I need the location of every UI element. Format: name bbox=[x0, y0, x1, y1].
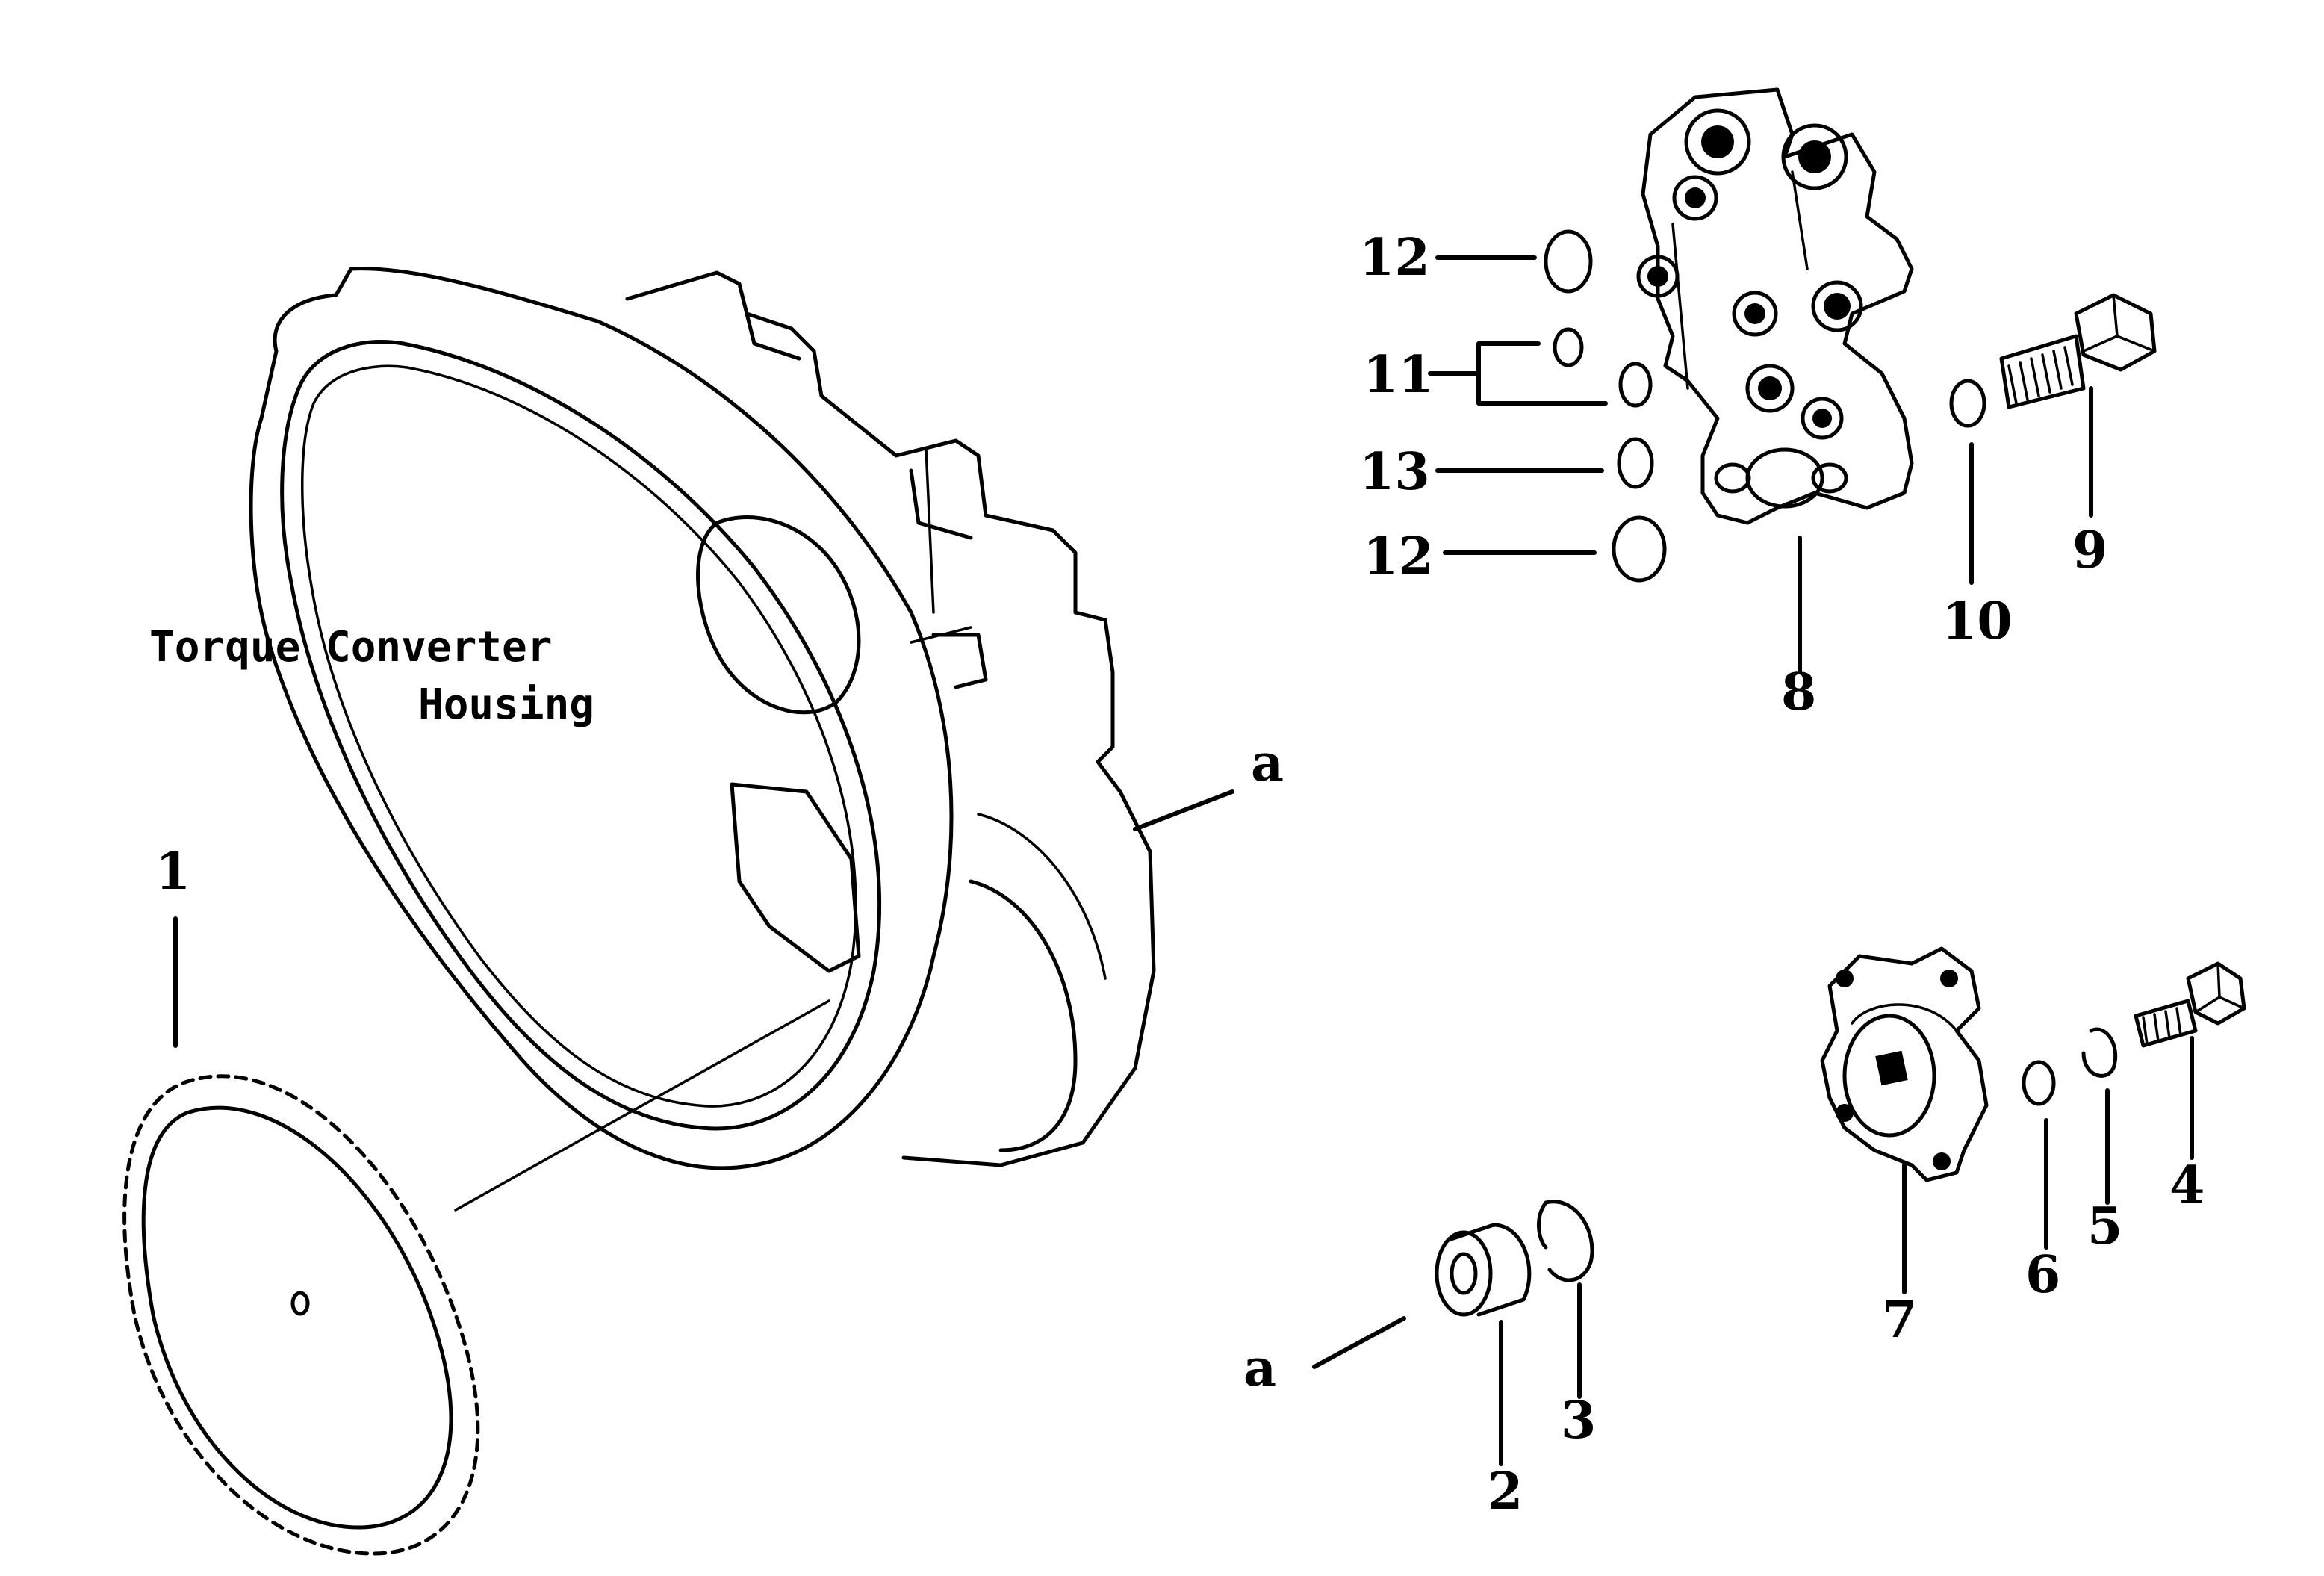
callout-9: 9 bbox=[2072, 521, 2107, 580]
housing-label-line2: Housing bbox=[418, 680, 594, 729]
bolt-4 bbox=[2134, 961, 2246, 1048]
callout-13: 13 bbox=[1359, 442, 1430, 502]
o-ring-12-bottom bbox=[1612, 515, 1667, 583]
callout-7: 7 bbox=[1882, 1290, 1917, 1350]
o-ring-12-top bbox=[1544, 229, 1593, 294]
callout-12-bottom: 12 bbox=[1363, 527, 1434, 586]
callout-a-top: a bbox=[1251, 733, 1284, 793]
callout-11: 11 bbox=[1363, 345, 1434, 405]
callout-3: 3 bbox=[1561, 1391, 1596, 1451]
callout-a-bottom: a bbox=[1243, 1338, 1276, 1398]
leader-a-bottom bbox=[1312, 1316, 1406, 1369]
callout-5: 5 bbox=[2087, 1197, 2122, 1256]
leader-a-top bbox=[1133, 789, 1234, 831]
callout-2: 2 bbox=[1488, 1462, 1523, 1521]
callout-4: 4 bbox=[2169, 1155, 2205, 1215]
housing-label-line1: Torque Converter bbox=[149, 623, 552, 671]
valve-body bbox=[1636, 87, 1914, 525]
washer-10 bbox=[1949, 379, 1986, 428]
snap-ring-3 bbox=[1537, 1200, 1594, 1282]
washer-6 bbox=[2022, 1060, 2056, 1106]
callout-1: 1 bbox=[155, 842, 190, 902]
bearing-2 bbox=[1435, 1223, 1532, 1317]
bolt-9 bbox=[1999, 293, 2157, 409]
cover-plate-7 bbox=[1820, 946, 1989, 1182]
leader-11 bbox=[1428, 341, 1608, 406]
o-ring-13 bbox=[1617, 437, 1654, 489]
callout-12-top: 12 bbox=[1359, 228, 1430, 288]
o-rings bbox=[1544, 229, 1667, 583]
ring-gear bbox=[122, 999, 830, 1556]
o-ring-11-a bbox=[1553, 327, 1584, 367]
washer-5 bbox=[2081, 1027, 2118, 1078]
callout-6: 6 bbox=[2025, 1245, 2060, 1305]
callout-10: 10 bbox=[1942, 592, 2013, 651]
torque-converter-housing bbox=[249, 267, 1156, 1170]
o-ring-11-b bbox=[1618, 362, 1653, 408]
